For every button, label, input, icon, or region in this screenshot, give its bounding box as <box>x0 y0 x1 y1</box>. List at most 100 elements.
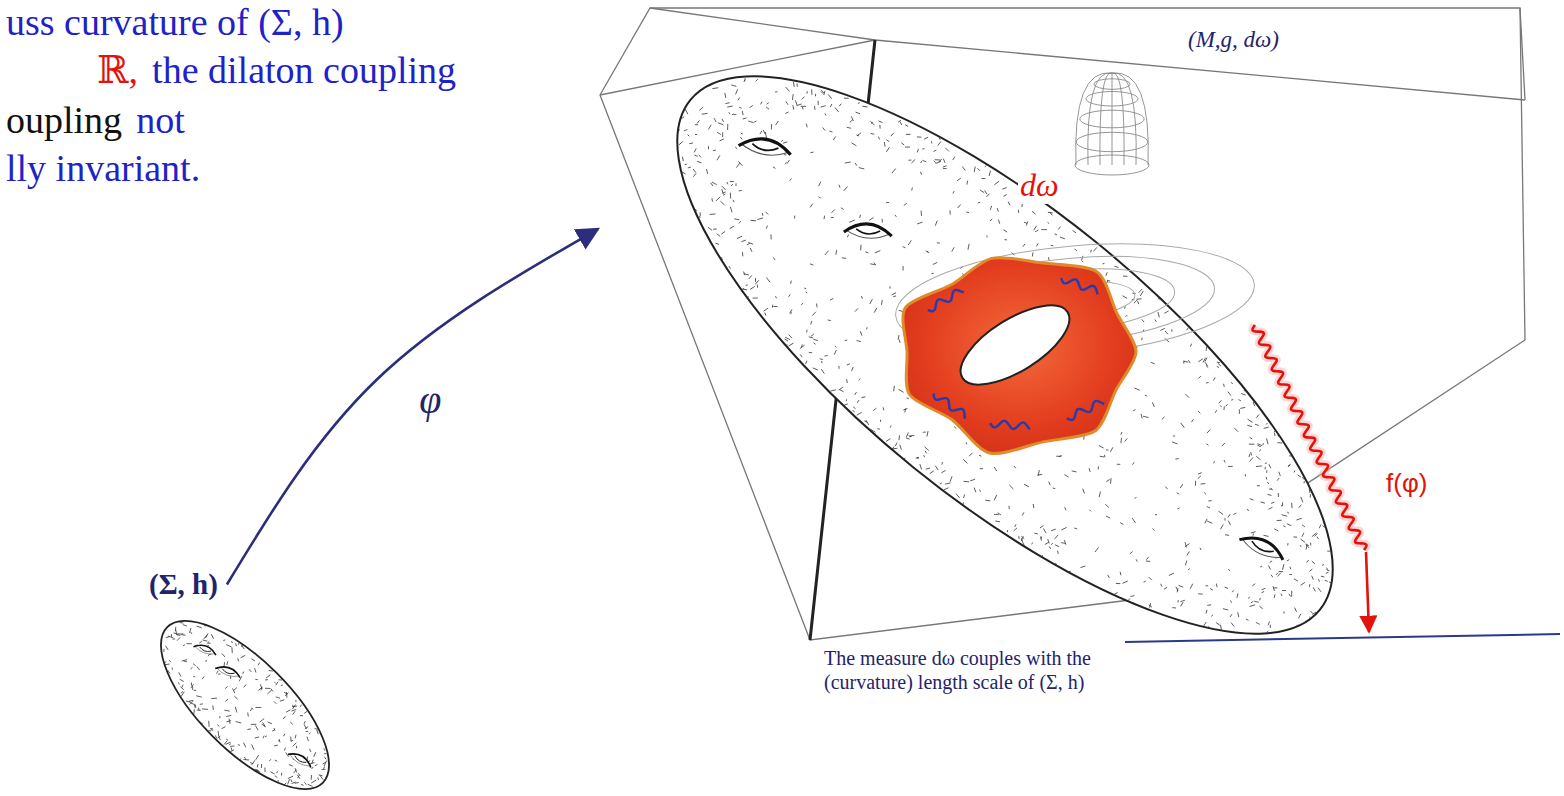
texture-mark <box>289 765 293 766</box>
texture-mark <box>964 481 970 483</box>
texture-mark <box>1160 328 1165 330</box>
texture-mark <box>1218 363 1221 366</box>
texture-mark <box>1145 395 1147 396</box>
texture-mark <box>935 159 941 160</box>
texture-mark <box>980 190 984 193</box>
texture-mark <box>218 736 220 738</box>
texture-mark <box>258 687 262 690</box>
texture-mark <box>1313 587 1315 591</box>
hole-rim <box>752 144 779 153</box>
texture-mark <box>1249 444 1255 445</box>
texture-mark <box>681 171 685 174</box>
texture-mark <box>1274 529 1278 531</box>
texture-mark <box>323 748 325 750</box>
texture-mark <box>1220 405 1222 407</box>
texture-mark <box>846 399 847 401</box>
texture-mark <box>943 166 947 167</box>
texture-mark <box>1268 494 1272 495</box>
texture-mark <box>1260 566 1262 568</box>
texture-mark <box>1180 600 1184 601</box>
texture-mark <box>1326 572 1329 573</box>
texture-mark <box>789 335 792 339</box>
texture-mark <box>857 400 859 403</box>
texture-mark <box>205 729 207 732</box>
texture-mark <box>249 669 251 672</box>
texture-mark <box>1060 237 1065 239</box>
texture-mark <box>784 154 786 156</box>
texture-mark <box>962 502 964 507</box>
texture-mark <box>292 706 297 708</box>
red-region <box>903 258 1136 454</box>
texture-mark <box>1215 410 1217 413</box>
texture-mark <box>1244 390 1249 392</box>
texture-mark <box>861 396 865 398</box>
texture-mark <box>1246 619 1249 620</box>
texture-mark <box>1024 222 1027 223</box>
texture-mark <box>1116 583 1121 584</box>
texture-mark <box>1312 561 1315 564</box>
texture-mark <box>241 645 244 649</box>
texture-mark <box>317 777 319 779</box>
texture-mark <box>219 716 220 718</box>
texture-mark <box>1278 493 1279 497</box>
hole-rim <box>294 756 307 765</box>
texture-mark <box>1256 414 1259 417</box>
texture-mark <box>813 343 815 345</box>
texture-mark <box>757 284 758 287</box>
texture-mark <box>781 140 782 142</box>
texture-mark <box>821 106 826 107</box>
texture-mark <box>198 708 200 711</box>
texture-mark <box>1223 609 1228 610</box>
texture-mark <box>1271 575 1273 577</box>
texture-mark <box>1269 488 1272 489</box>
texture-mark <box>1213 377 1215 380</box>
texture-mark <box>255 707 261 708</box>
texture-mark <box>978 202 980 204</box>
texture-mark <box>757 218 763 220</box>
texture-mark <box>1238 400 1240 401</box>
texture-mark <box>716 243 720 244</box>
texture-mark <box>1205 519 1207 524</box>
texture-mark <box>878 137 879 140</box>
texture-mark <box>1216 584 1218 588</box>
texture-mark <box>200 703 203 705</box>
texture-mark <box>870 121 874 125</box>
texture-mark <box>279 740 281 742</box>
texture-mark <box>1219 511 1224 514</box>
texture-mark <box>1181 602 1184 606</box>
texture-mark <box>925 447 929 451</box>
texture-mark <box>1003 195 1006 197</box>
texture-mark <box>243 759 249 760</box>
texture-mark <box>697 120 699 123</box>
texture-mark <box>907 397 909 399</box>
texture-mark <box>773 257 775 260</box>
texture-mark <box>1117 464 1121 465</box>
texture-mark <box>320 775 323 779</box>
surface-box: (Σ, h) <box>140 566 227 603</box>
texture-mark <box>860 331 862 335</box>
texture-mark <box>1195 481 1196 486</box>
texture-mark <box>1283 611 1284 613</box>
texture-mark <box>770 234 771 239</box>
texture-mark <box>1312 576 1314 580</box>
texture-mark <box>1228 392 1231 396</box>
texture-mark <box>825 251 829 255</box>
texture-mark <box>1219 400 1222 403</box>
mesh-line <box>1112 73 1113 165</box>
texture-mark <box>1318 588 1321 592</box>
texture-mark <box>269 759 271 761</box>
texture-mark <box>265 688 270 689</box>
texture-mark <box>1064 475 1068 478</box>
texture-mark <box>1247 509 1248 511</box>
texture-mark <box>739 107 741 109</box>
texture-mark <box>753 298 758 299</box>
texture-mark <box>1302 533 1304 537</box>
texture-mark <box>900 445 902 450</box>
texture-mark <box>1106 480 1109 482</box>
texture-mark <box>205 660 207 662</box>
texture-mark <box>945 483 950 484</box>
texture-mark <box>1132 602 1133 604</box>
texture-mark <box>1266 470 1267 473</box>
texture-mark <box>917 149 918 152</box>
